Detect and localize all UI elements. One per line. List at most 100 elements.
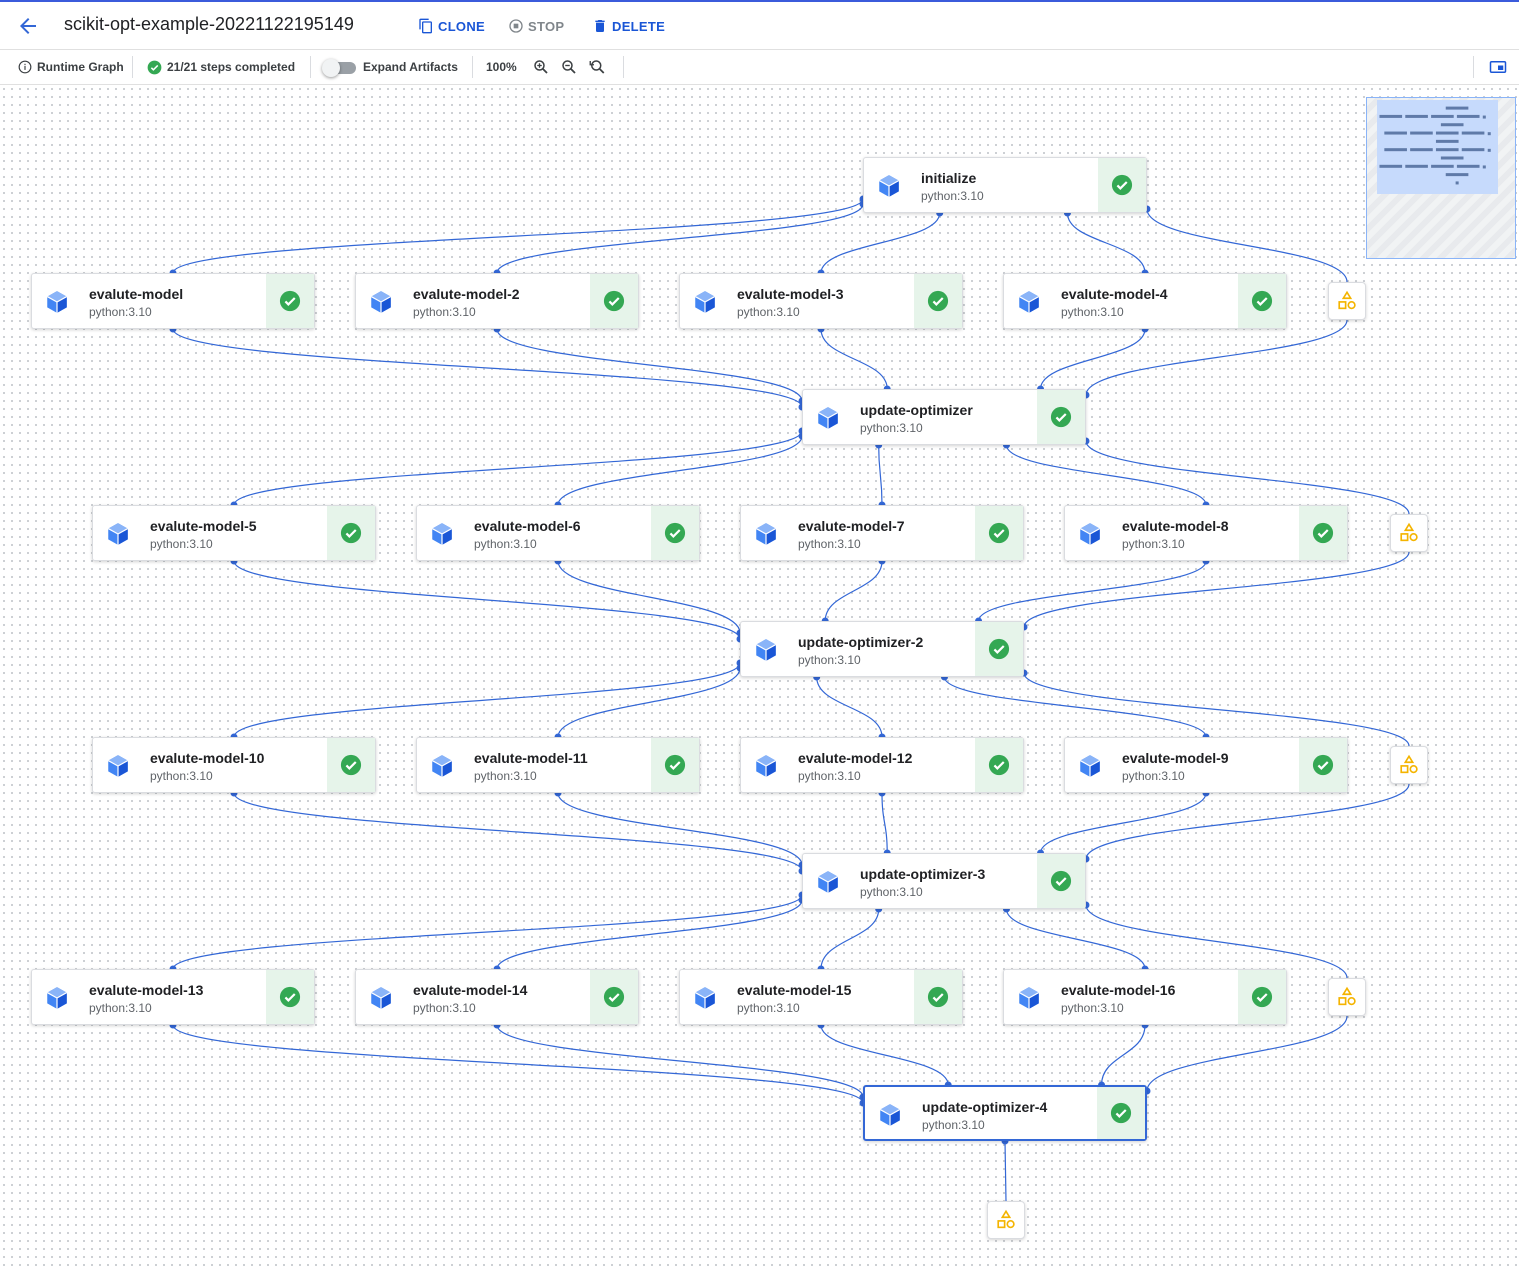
step-status-badge bbox=[914, 274, 962, 328]
minimap-artifact bbox=[1482, 165, 1486, 169]
check-circle-icon bbox=[603, 986, 625, 1008]
minimap-artifact bbox=[1487, 132, 1491, 136]
graph-edge bbox=[172, 894, 803, 970]
cube-icon bbox=[107, 755, 129, 777]
minimap-node bbox=[1384, 148, 1407, 152]
graph-edge bbox=[1146, 1015, 1348, 1092]
stop-button[interactable]: STOP bbox=[508, 16, 564, 36]
step-name: evalute-model-5 bbox=[150, 518, 257, 534]
step-image: python:3.10 bbox=[798, 537, 861, 551]
graph-minimap[interactable] bbox=[1366, 97, 1516, 259]
minimap-node bbox=[1440, 123, 1464, 127]
zoom-level: 100% bbox=[486, 60, 517, 74]
step-name: update-optimizer bbox=[860, 402, 973, 418]
cube-icon bbox=[370, 987, 392, 1009]
check-circle-icon bbox=[1251, 986, 1273, 1008]
minimap-node bbox=[1410, 131, 1433, 135]
check-circle-icon bbox=[927, 290, 949, 312]
graph-edge bbox=[496, 328, 803, 402]
artifact-node[interactable] bbox=[987, 1201, 1025, 1239]
steps-status-label: 21/21 steps completed bbox=[167, 60, 296, 74]
step-name: evalute-model bbox=[89, 286, 184, 302]
step-name: evalute-model-12 bbox=[798, 750, 913, 766]
run-header: scikit-opt-example-20221122195149 CLONE … bbox=[0, 2, 1519, 50]
expand-artifacts-label: Expand Artifacts bbox=[363, 60, 458, 74]
minimap-node bbox=[1405, 164, 1428, 168]
step-status-badge bbox=[590, 970, 638, 1024]
minimap-node bbox=[1410, 148, 1433, 152]
cube-icon bbox=[817, 871, 839, 893]
zoom-out-icon[interactable] bbox=[560, 58, 578, 76]
cube-icon bbox=[879, 1104, 901, 1126]
check-circle-icon bbox=[1050, 406, 1072, 428]
check-circle-icon bbox=[147, 60, 162, 74]
step-name: evalute-model-14 bbox=[413, 982, 528, 998]
zoom-reset-icon[interactable] bbox=[588, 58, 606, 76]
step-image: python:3.10 bbox=[737, 1001, 800, 1015]
minimap-artifact bbox=[1487, 148, 1491, 152]
runtime-graph-info[interactable]: Runtime Graph bbox=[18, 50, 124, 84]
pipeline-step-evalute-model-7[interactable]: evalute-model-7 python:3.10 bbox=[740, 505, 1024, 561]
toggle-switch[interactable] bbox=[322, 59, 358, 77]
graph-edge bbox=[496, 203, 864, 274]
check-circle-icon bbox=[1251, 290, 1273, 312]
minimap-toggle-button[interactable] bbox=[1489, 50, 1507, 84]
step-name: update-optimizer-4 bbox=[922, 1099, 1048, 1115]
step-status-badge bbox=[1238, 274, 1286, 328]
cube-icon bbox=[431, 523, 453, 545]
graph-edge bbox=[820, 328, 888, 390]
clone-button[interactable]: CLONE bbox=[418, 16, 485, 36]
check-circle-icon bbox=[340, 522, 362, 544]
step-name: evalute-model-16 bbox=[1061, 982, 1176, 998]
check-circle-icon bbox=[927, 986, 949, 1008]
cube-icon bbox=[694, 291, 716, 313]
check-circle-icon bbox=[279, 986, 301, 1008]
minimap-node bbox=[1435, 131, 1459, 135]
step-image: python:3.10 bbox=[798, 653, 861, 667]
step-image: python:3.10 bbox=[474, 537, 537, 551]
artifact-node[interactable] bbox=[1328, 282, 1366, 320]
back-button[interactable] bbox=[16, 14, 40, 38]
artifact-node[interactable] bbox=[1390, 746, 1428, 784]
minimap-toggle-icon bbox=[1489, 61, 1507, 73]
delete-button[interactable]: DELETE bbox=[592, 16, 665, 36]
graph-edge bbox=[943, 676, 1207, 738]
artifact-node[interactable] bbox=[1328, 978, 1366, 1016]
step-status-badge bbox=[975, 506, 1023, 560]
expand-artifacts-toggle[interactable]: Expand Artifacts bbox=[322, 50, 458, 84]
step-name: evalute-model-9 bbox=[1122, 750, 1229, 766]
step-name: evalute-model-7 bbox=[798, 518, 905, 534]
step-status-badge bbox=[975, 622, 1023, 676]
step-name: evalute-model-8 bbox=[1122, 518, 1229, 534]
graph-edge bbox=[1005, 908, 1146, 970]
minimap-node bbox=[1379, 164, 1403, 168]
zoom-in-icon[interactable] bbox=[532, 58, 550, 76]
check-circle-icon bbox=[664, 754, 686, 776]
graph-edge bbox=[820, 212, 941, 274]
graph-edge bbox=[172, 328, 803, 408]
artifact-node[interactable] bbox=[1390, 514, 1428, 552]
check-circle-icon bbox=[988, 754, 1010, 776]
check-circle-icon bbox=[1111, 174, 1133, 196]
